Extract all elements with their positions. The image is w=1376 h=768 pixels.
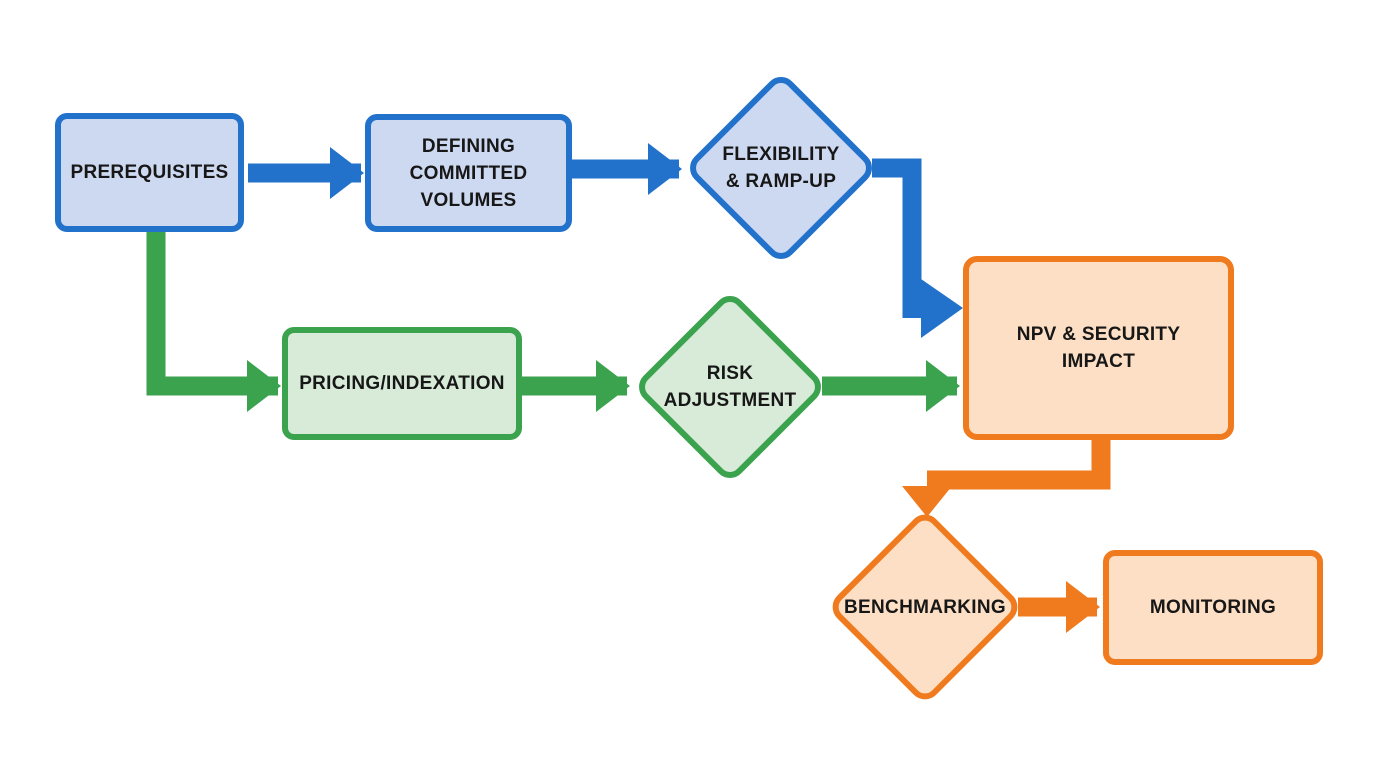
node-npv-security-impact: NPV & SECURITY IMPACT [963, 256, 1234, 440]
node-defining-committed-volumes: DEFINING COMMITTED VOLUMES [365, 114, 572, 232]
edge-npv-to-benchmarking [927, 438, 1111, 490]
node-defining-committed-volumes-label: DEFINING COMMITTED VOLUMES [409, 135, 528, 211]
node-npv-security-impact-label: NPV & SECURITY IMPACT [1016, 324, 1181, 372]
arrowhead-flexibility-to-npv [921, 279, 963, 338]
arrowhead-npv-to-benchmarking [902, 486, 952, 517]
node-prerequisites: PREREQUISITES [55, 113, 244, 232]
edge-flexibility-to-npv [872, 158, 922, 318]
node-pricing-indexation: PRICING/INDEXATION [282, 327, 522, 440]
node-prerequisites-label: PREREQUISITES [70, 162, 229, 183]
edge-prerequisites-to-pricing [146, 228, 281, 412]
node-monitoring: MONITORING [1103, 550, 1323, 665]
node-pricing-indexation-label: PRICING/INDEXATION [299, 373, 505, 394]
node-monitoring-label: MONITORING [1149, 597, 1277, 618]
